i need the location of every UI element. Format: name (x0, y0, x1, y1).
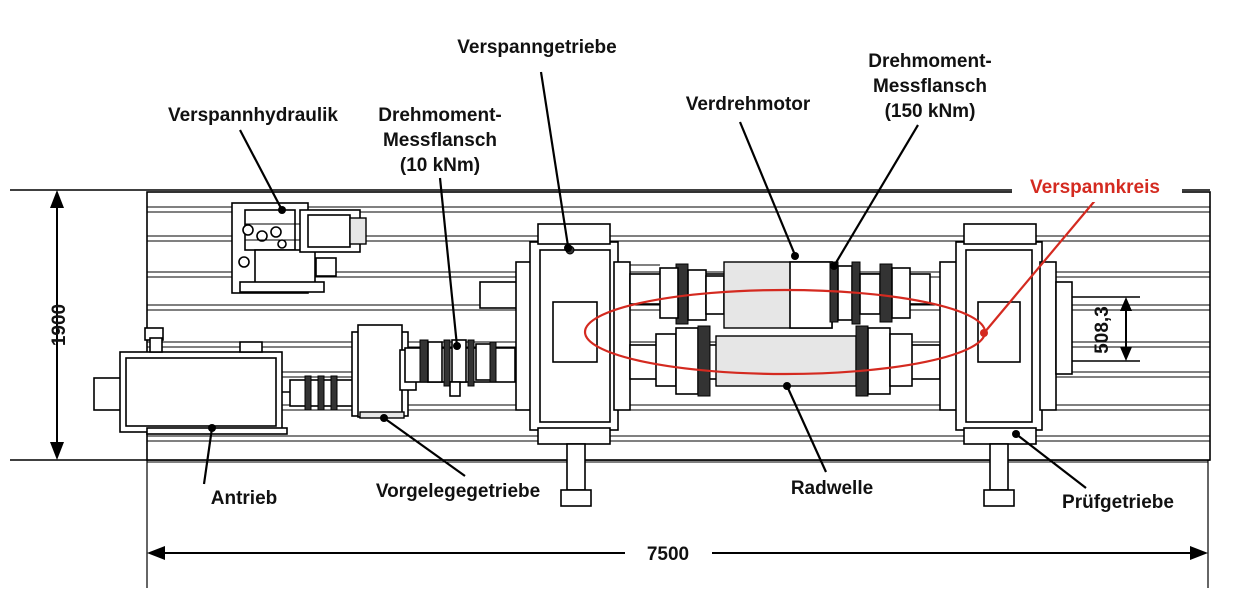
verspannhydraulik-unit (231, 202, 367, 294)
label-radwelle: Radwelle (791, 478, 873, 499)
messflansch-10knm (404, 339, 516, 397)
antrieb-motor (93, 327, 300, 435)
label-pruefgetriebe: Prüfgetriebe (1062, 492, 1174, 513)
label-flange-small-1: Drehmoment- (378, 105, 502, 126)
dimension-offset (1072, 296, 1140, 362)
upper-shaft (629, 261, 931, 329)
verspannkreis-dot (980, 329, 988, 337)
radwelle-shaft (629, 325, 941, 397)
dimension-height (50, 190, 64, 460)
coupling-drive (289, 375, 356, 411)
dimension-length-label: 7500 (647, 544, 689, 565)
leader-dots (208, 206, 1020, 438)
label-verdrehmotor: Verdrehmotor (686, 94, 811, 115)
label-vorgelegegetriebe: Vorgelegegetriebe (376, 481, 540, 502)
label-verspannhydraulik: Verspannhydraulik (168, 105, 338, 126)
verspannkreis-label-bg (1012, 174, 1182, 202)
label-flange-small-2: Messflansch (383, 130, 497, 151)
dimension-offset-label: 508,3 (1092, 306, 1113, 354)
dimension-length (147, 546, 1208, 560)
pruefgetriebe-unit (939, 223, 1073, 507)
verspanngetriebe-unit (479, 223, 660, 507)
label-flange-large-1: Drehmoment- (868, 51, 992, 72)
label-verspannkreis: Verspannkreis (1030, 177, 1160, 198)
verspannkreis-leader (983, 196, 1099, 334)
leader-lines (202, 71, 1087, 489)
label-flange-large-3: (150 kNm) (885, 101, 976, 122)
dimension-height-label: 1900 (49, 304, 70, 346)
label-verspanngetriebe: Verspanngetriebe (457, 37, 616, 58)
label-flange-small-3: (10 kNm) (400, 155, 480, 176)
label-antrieb: Antrieb (211, 488, 278, 509)
label-flange-large-2: Messflansch (873, 76, 987, 97)
